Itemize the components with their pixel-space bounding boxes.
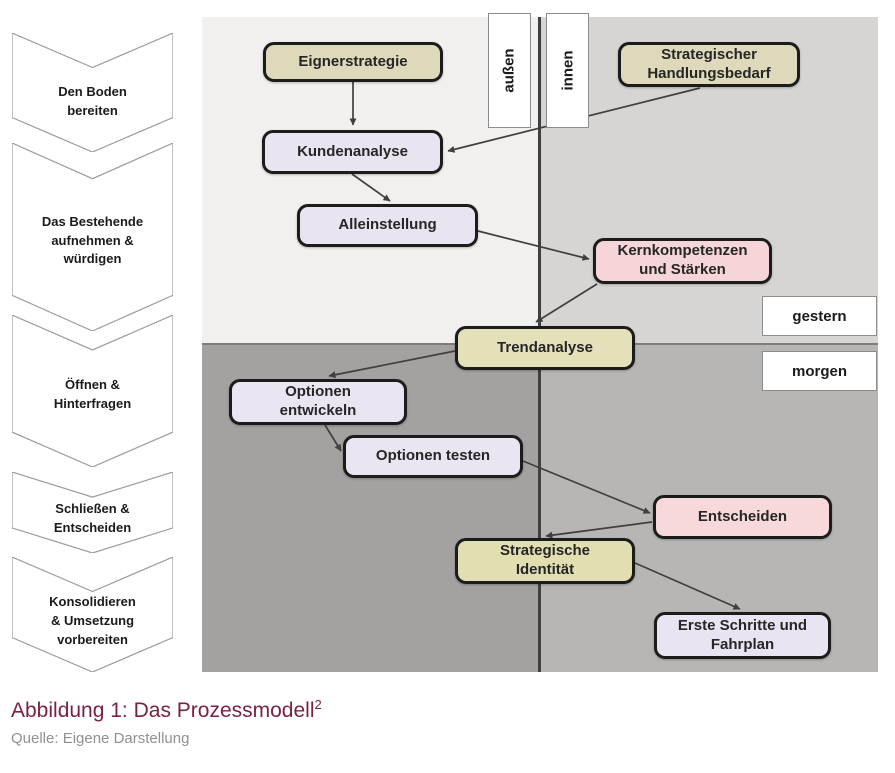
caption-title-text: Abbildung 1: Das Prozessmodell — [11, 699, 315, 722]
axis-label-innen: innen — [546, 13, 589, 128]
axis-label-aussen: außen — [488, 13, 531, 128]
node-strategischer-handlungsbedarf: Strategischer Handlungsbedarf — [618, 42, 800, 87]
node-kundenanalyse: Kundenanalyse — [262, 130, 443, 174]
arrow-alleinstellung-kernkompetenzen — [477, 230, 590, 261]
axis-label-text: morgen — [791, 362, 847, 380]
arrow-identitaet-erste-schritte — [634, 562, 741, 610]
phase-label: Das Bestehende aufnehmen & würdigen — [41, 213, 144, 267]
node-optionen-entwickeln: Optionen entwickeln — [229, 379, 407, 425]
phase-label: Den Boden bereiten — [58, 83, 127, 118]
chevron-shape — [12, 557, 173, 672]
axis-label-morgen: morgen — [762, 351, 877, 391]
axis-label-gestern: gestern — [762, 296, 877, 336]
axis-label-text: innen — [559, 50, 576, 91]
arrow-trendanalyse-optionen-entwickeln — [328, 350, 456, 379]
chevron-shape — [12, 143, 173, 331]
arrow-optionen-testen-entscheiden — [522, 460, 651, 514]
phase-chevron-1: Den Boden bereiten — [12, 33, 173, 152]
node-eignerstrategie: Eignerstrategie — [263, 42, 443, 82]
phase-chevron-4: Schließen & Entscheiden — [12, 472, 173, 553]
node-erste-schritte: Erste Schritte und Fahrplan — [654, 612, 831, 659]
node-entscheiden: Entscheiden — [653, 495, 832, 539]
caption-title: Abbildung 1: Das Prozessmodell2 — [11, 697, 322, 723]
phase-chevron-3: Öffnen & Hinterfragen — [12, 315, 173, 467]
node-trendanalyse: Trendanalyse — [455, 326, 635, 370]
arrows-layer — [324, 82, 741, 610]
phase-chevron-5: Konsolidieren & Umsetzung vorbereiten — [12, 557, 173, 672]
arrow-kernkompetenzen-trendanalyse — [535, 283, 598, 323]
axis-label-text: außen — [501, 48, 518, 93]
node-strategische-identitaet: Strategische Identität — [455, 538, 635, 584]
node-alleinstellung: Alleinstellung — [297, 204, 478, 247]
arrow-kundenanalyse-alleinstellung — [351, 173, 391, 202]
phase-label: Öffnen & Hinterfragen — [53, 377, 132, 411]
arrow-optionen-entwickeln-testen — [324, 424, 342, 452]
chevron-shape — [12, 33, 173, 152]
phase-label: Schließen & Entscheiden — [53, 500, 132, 535]
phase-chevron-2: Das Bestehende aufnehmen & würdigen — [12, 143, 173, 331]
caption-source: Quelle: Eigene Darstellung — [11, 730, 190, 747]
phase-label: Konsolidieren & Umsetzung vorbereiten — [49, 594, 136, 647]
footnote-marker: 2 — [314, 697, 322, 712]
chevron-shape — [12, 315, 173, 467]
figure-caption: Abbildung 1: Das Prozessmodell2 Quelle: … — [11, 697, 322, 747]
node-kernkompetenzen: Kernkompetenzen und Stärken — [593, 238, 772, 284]
diagram-field: außen innen gestern morgen Eignerstrateg… — [202, 13, 878, 672]
node-optionen-testen: Optionen testen — [343, 435, 523, 478]
arrow-entscheiden-strategische-identitaet — [545, 521, 653, 539]
axis-label-text: gestern — [792, 307, 847, 325]
chevron-shape — [12, 472, 173, 553]
